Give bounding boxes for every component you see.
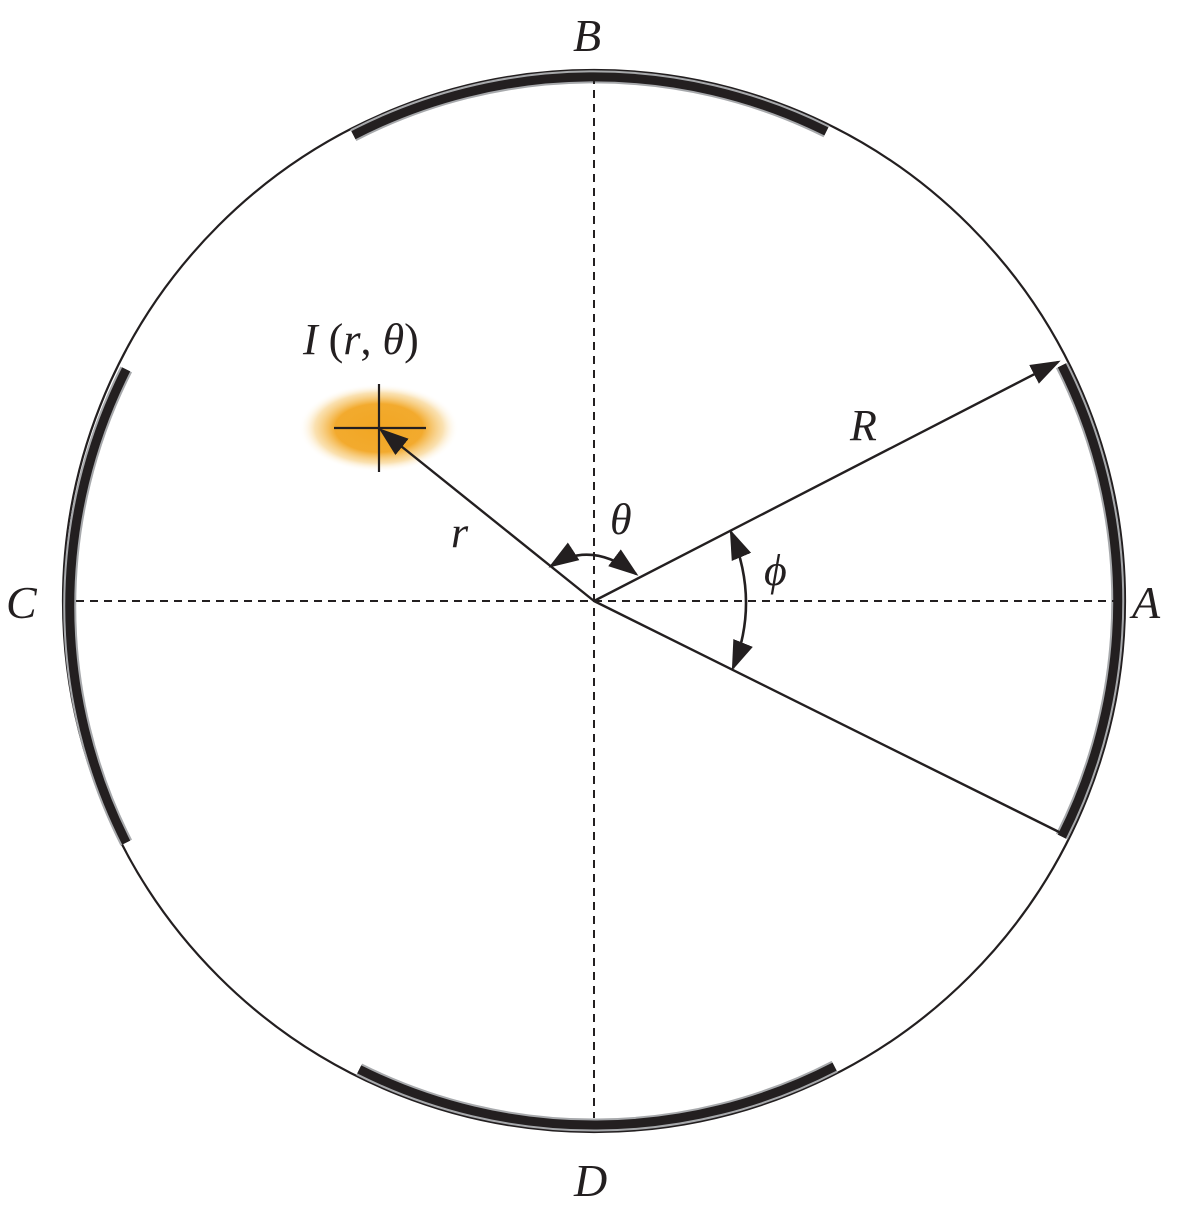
source-comma: , <box>360 315 382 364</box>
beam-pipe-circle <box>61 68 1127 1134</box>
phi-angle-arc <box>729 529 753 671</box>
label-a: A <box>1129 577 1161 628</box>
label-b: B <box>573 10 601 61</box>
electrode-d <box>356 1060 838 1132</box>
label-d: D <box>573 1155 607 1206</box>
R-vector-arrow <box>593 360 1061 603</box>
electrode-c <box>63 366 133 846</box>
label-theta: θ <box>610 495 632 544</box>
electrode-b <box>350 70 830 141</box>
source-theta: θ <box>382 315 404 364</box>
label-c: C <box>6 577 38 628</box>
beam-source-label: I (r, θ) <box>302 315 419 364</box>
label-r: r <box>451 508 469 557</box>
source-r: r <box>343 315 361 364</box>
source-open-paren: ( <box>318 315 344 364</box>
source-close-paren: ) <box>404 315 419 364</box>
source-symbol: I <box>302 315 320 364</box>
theta-angle-arc <box>548 542 639 576</box>
label-R: R <box>849 401 877 450</box>
label-phi: ϕ <box>764 546 787 595</box>
r-vector-arrow <box>378 428 595 602</box>
phi-lower-line <box>593 599 1062 835</box>
beam-crosshair <box>334 384 426 472</box>
